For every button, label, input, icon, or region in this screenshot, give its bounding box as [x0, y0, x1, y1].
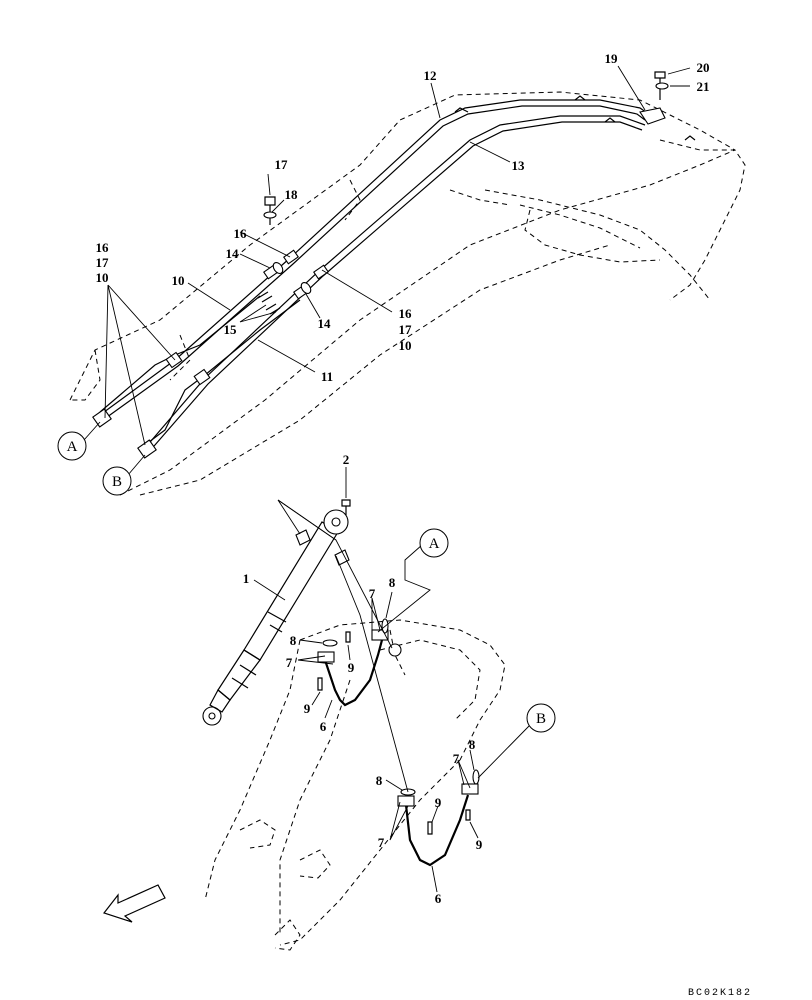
callout-19: 19 [605, 51, 619, 66]
callout-7: 7 [369, 586, 376, 601]
callout-16: 16 [399, 306, 413, 321]
arrow-icon [102, 884, 166, 923]
leader-lines [83, 65, 691, 893]
callout-17: 17 [399, 322, 413, 337]
svg-text:A: A [67, 439, 78, 455]
boom-pipes [92, 71, 696, 459]
callout-1: 1 [243, 571, 250, 586]
callout-14: 14 [226, 246, 240, 261]
callout-9: 9 [348, 660, 355, 675]
callout-17: 17 [96, 255, 110, 270]
boom-outline-upper [69, 91, 746, 496]
callout-9: 9 [476, 837, 483, 852]
callout-14: 14 [318, 316, 332, 331]
callout-20: 20 [697, 60, 710, 75]
callout-16: 16 [234, 226, 248, 241]
callout-7: 7 [453, 751, 460, 766]
callout-18: 18 [285, 187, 299, 202]
circle-marker-a-mid: A [419, 528, 449, 558]
callout-13: 13 [512, 158, 526, 173]
drawing-code: BC02K182 [688, 988, 752, 999]
callout-8: 8 [290, 633, 297, 648]
svg-text:B: B [536, 711, 546, 727]
callout-21: 21 [697, 79, 710, 94]
callout-11: 11 [321, 369, 333, 384]
callout-15: 15 [224, 322, 238, 337]
callout-9: 9 [304, 701, 311, 716]
callout-8: 8 [376, 773, 383, 788]
arm-outline-lower [204, 619, 506, 951]
arm-cylinder [202, 499, 351, 726]
callout-2: 2 [343, 452, 350, 467]
lower-hoses [317, 618, 480, 867]
callout-10: 10 [399, 338, 412, 353]
callout-7: 7 [378, 835, 385, 850]
callout-17: 17 [275, 157, 289, 172]
callout-10: 10 [172, 273, 185, 288]
svg-text:B: B [112, 474, 122, 490]
circle-marker-a-top: A [57, 431, 87, 461]
callout-8: 8 [389, 575, 396, 590]
circle-marker-b-mid: B [526, 703, 556, 733]
callout-numbers: 16 17 10 10 11 12 13 14 14 15 16 17 18 1… [96, 51, 710, 906]
callout-9: 9 [435, 795, 442, 810]
callout-12: 12 [424, 68, 437, 83]
callout-6: 6 [320, 719, 327, 734]
circle-marker-b-top: B [102, 466, 132, 496]
callout-7: 7 [286, 655, 293, 670]
callout-10: 10 [96, 270, 109, 285]
callout-8: 8 [469, 737, 476, 752]
svg-text:A: A [429, 536, 440, 552]
callout-6: 6 [435, 891, 442, 906]
callout-16: 16 [96, 240, 110, 255]
